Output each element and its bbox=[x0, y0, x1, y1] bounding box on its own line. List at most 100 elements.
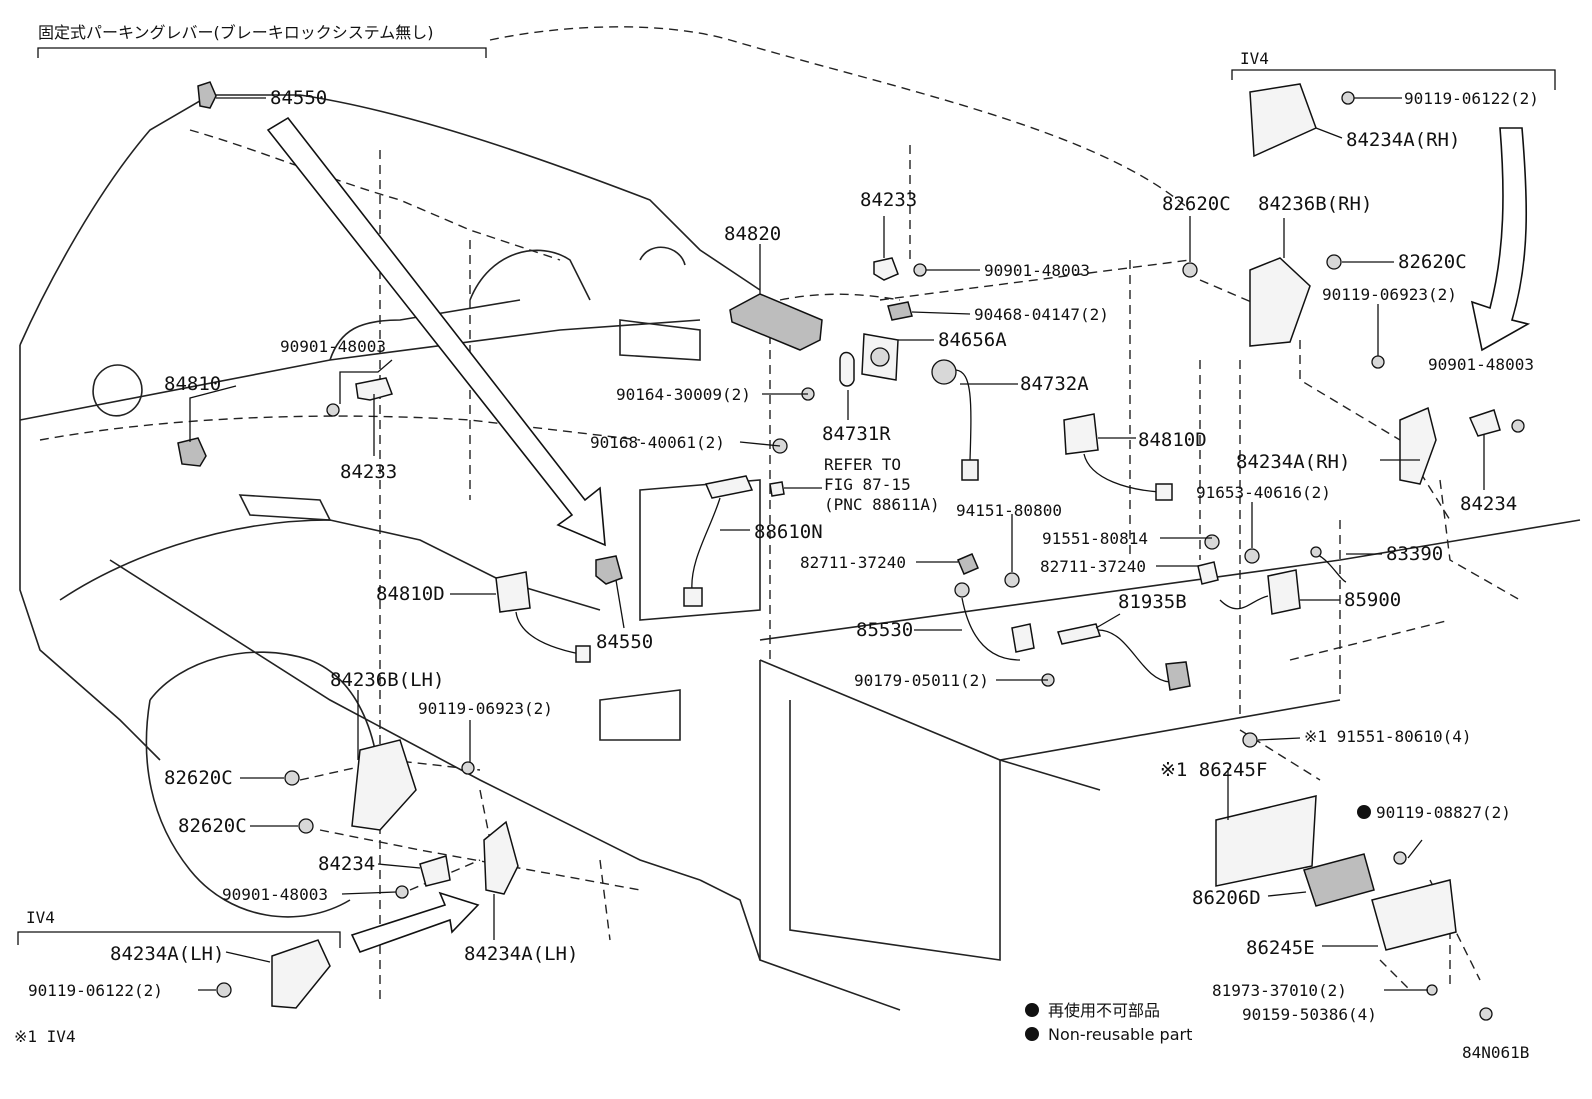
label-84810D-left: 84810D bbox=[376, 583, 445, 605]
part-82620C-right-bolt bbox=[1326, 254, 1342, 270]
label-90901-48003-d: 90901-48003 bbox=[222, 885, 328, 904]
part-84234A-RH-top bbox=[1249, 83, 1355, 158]
refer-line3: (PNC 88611A) bbox=[824, 495, 940, 514]
label-84810D-right: 84810D bbox=[1138, 429, 1207, 451]
non-reusable-marker-90119-08827 bbox=[1357, 805, 1371, 819]
label-90119-06122-bottom: 90119-06122(2) bbox=[28, 981, 163, 1000]
label-84731R: 84731R bbox=[822, 423, 891, 445]
part-84234A-RH-mid bbox=[1399, 406, 1437, 485]
vehicle-body-outline bbox=[19, 94, 1581, 1011]
part-84656A bbox=[861, 333, 899, 381]
part-82711-b bbox=[1197, 561, 1219, 585]
label-86206D: 86206D bbox=[1192, 887, 1261, 909]
part-90119-08827 bbox=[1393, 851, 1407, 865]
part-86245F bbox=[1215, 795, 1317, 887]
leader-lines bbox=[189, 97, 1485, 991]
label-84810: 84810 bbox=[164, 373, 221, 395]
label-85900: 85900 bbox=[1344, 589, 1401, 611]
label-91551-80610: ※1 91551-80610(4) bbox=[1304, 727, 1472, 746]
label-84233-top: 84233 bbox=[860, 189, 917, 211]
part-90468 bbox=[887, 301, 913, 321]
part-90159 bbox=[1479, 1007, 1493, 1021]
part-84550-top bbox=[197, 81, 217, 109]
label-91551-80814: 91551-80814 bbox=[1042, 529, 1148, 548]
label-84550-mid: 84550 bbox=[596, 631, 653, 653]
label-94151: 94151-80800 bbox=[956, 501, 1062, 520]
part-84732A bbox=[931, 359, 979, 481]
label-90119-06923-left: 90119-06923(2) bbox=[418, 699, 553, 718]
part-84236B-LH bbox=[351, 739, 417, 831]
part-labels: 84550 84810 90901-48003 84233 84820 8423… bbox=[28, 87, 1539, 1024]
part-84234A-LH-mid bbox=[483, 820, 519, 895]
legend-jp-text: 再使用不可部品 bbox=[1048, 1001, 1160, 1020]
label-90901-48003-a: 90901-48003 bbox=[280, 337, 386, 356]
label-82711-b: 82711-37240 bbox=[1040, 557, 1146, 576]
figure-code: 84N061B bbox=[1462, 1043, 1529, 1062]
part-85530 bbox=[954, 582, 1035, 661]
part-86245E bbox=[1371, 879, 1457, 951]
part-91551-80610 bbox=[1242, 732, 1258, 748]
label-90179: 90179-05011(2) bbox=[854, 671, 989, 690]
label-85530: 85530 bbox=[856, 619, 913, 641]
legend-dot-jp bbox=[1025, 1003, 1039, 1017]
part-84810D-right bbox=[1063, 413, 1173, 501]
label-88610N: 88610N bbox=[754, 521, 823, 543]
iv4-tag-bottom: IV4 bbox=[26, 908, 55, 927]
part-84233-top bbox=[873, 257, 927, 281]
part-86206D bbox=[1303, 853, 1375, 907]
part-84810D-left bbox=[495, 571, 591, 663]
label-90901-48003-c: 90901-48003 bbox=[1428, 355, 1534, 374]
label-90119-08827: 90119-08827(2) bbox=[1376, 803, 1511, 822]
part-84550-mid bbox=[595, 555, 623, 585]
part-88610N bbox=[683, 475, 785, 607]
arrow-bottom bbox=[350, 891, 480, 953]
label-86245E: 86245E bbox=[1246, 937, 1315, 959]
label-84656A: 84656A bbox=[938, 329, 1007, 351]
part-84234-right bbox=[1468, 409, 1525, 437]
label-84234-right: 84234 bbox=[1460, 493, 1517, 515]
label-84236B-RH: 84236B(RH) bbox=[1258, 193, 1372, 215]
part-84236B-RH bbox=[1249, 257, 1311, 347]
label-82711-a: 82711-37240 bbox=[800, 553, 906, 572]
header-note: 固定式パーキングレバー(ブレーキロックシステム無し) bbox=[38, 23, 434, 42]
part-84234A-LH-box bbox=[216, 939, 331, 1009]
part-83390 bbox=[1310, 546, 1347, 583]
label-90159: 90159-50386(4) bbox=[1242, 1005, 1377, 1024]
label-84234A-RH-top: 84234A(RH) bbox=[1346, 129, 1460, 151]
label-90468: 90468-04147(2) bbox=[974, 305, 1109, 324]
part-91551-80814 bbox=[1204, 534, 1220, 550]
part-85900 bbox=[1219, 569, 1301, 615]
part-81973 bbox=[1426, 984, 1438, 996]
part-84810 bbox=[177, 437, 207, 467]
part-82620C-bolts-left bbox=[284, 770, 314, 834]
part-82711-a bbox=[957, 553, 979, 575]
label-84234-left: 84234 bbox=[318, 853, 375, 875]
label-90119-06122-top: 90119-06122(2) bbox=[1404, 89, 1539, 108]
label-82620C-a: 82620C bbox=[164, 767, 233, 789]
label-90168: 90168-40061(2) bbox=[590, 433, 725, 452]
legend-dot-en bbox=[1025, 1027, 1039, 1041]
label-84236B-LH: 84236B(LH) bbox=[330, 669, 444, 691]
label-84234A-LH-mid: 84234A(LH) bbox=[464, 943, 578, 965]
part-81935B bbox=[1057, 623, 1191, 691]
label-84732A: 84732A bbox=[1020, 373, 1089, 395]
label-84233-left: 84233 bbox=[340, 461, 397, 483]
legend-en-text: Non-reusable part bbox=[1048, 1025, 1192, 1044]
iv4-bracket-bottom bbox=[17, 931, 341, 948]
label-81973: 81973-37010(2) bbox=[1212, 981, 1347, 1000]
part-82620C-top-bolt bbox=[1182, 262, 1198, 278]
refer-line2: FIG 87-15 bbox=[824, 475, 911, 494]
label-84550-top: 84550 bbox=[270, 87, 327, 109]
part-84234-left bbox=[395, 855, 451, 899]
label-82620C-top: 82620C bbox=[1162, 193, 1231, 215]
label-84234A-RH-mid: 84234A(RH) bbox=[1236, 451, 1350, 473]
label-91653: 91653-40616(2) bbox=[1196, 483, 1331, 502]
label-83390: 83390 bbox=[1386, 543, 1443, 565]
header-bracket bbox=[37, 47, 487, 58]
label-81935B: 81935B bbox=[1118, 591, 1187, 613]
part-84820 bbox=[729, 293, 823, 351]
part-94151 bbox=[1004, 572, 1020, 588]
part-90119-06923-right bbox=[1371, 355, 1385, 369]
part-91653 bbox=[1244, 548, 1260, 564]
